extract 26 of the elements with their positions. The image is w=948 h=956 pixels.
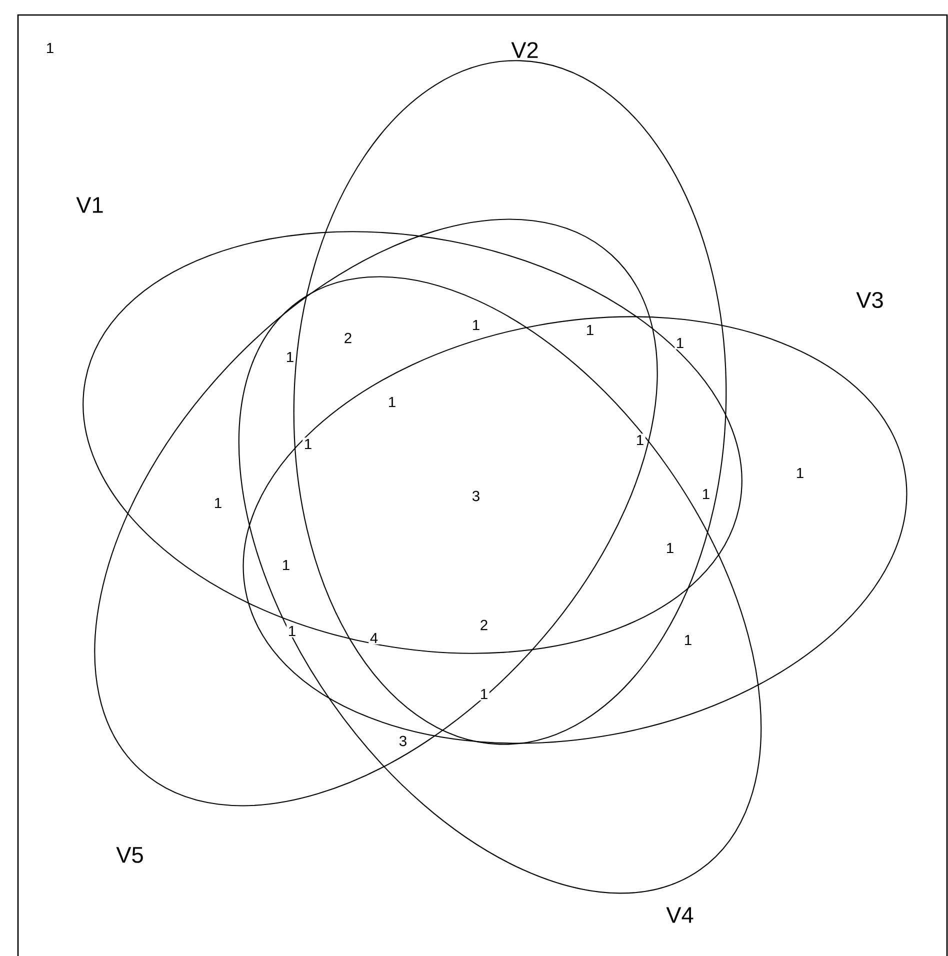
region-count: 1 [664,542,676,554]
region-count: 1 [674,336,686,350]
region-count: 1 [286,624,298,638]
set-label: V3 [856,292,883,308]
region-count: 1 [386,396,398,408]
region-count: 1 [634,434,646,446]
set-label: V1 [76,197,103,213]
region-count: 3 [398,734,408,748]
region-count: 1 [584,324,596,336]
region-count: 3 [470,489,482,503]
set-label: V5 [116,847,143,863]
region-count: 2 [342,332,354,344]
region-count: 4 [368,632,380,644]
region-count: 1 [212,496,224,510]
set-label: V4 [666,907,694,923]
region-count: 1 [44,42,56,54]
region-count: 1 [284,350,296,364]
set-label: V2 [511,42,538,58]
region-count: 2 [478,618,490,632]
region-count: 1 [794,466,806,480]
region-count: 1 [682,634,694,646]
region-count: 1 [302,438,314,450]
region-count: 1 [478,688,490,700]
region-count: 1 [470,318,482,332]
region-count: 1 [280,558,292,572]
region-count: 1 [700,488,712,500]
